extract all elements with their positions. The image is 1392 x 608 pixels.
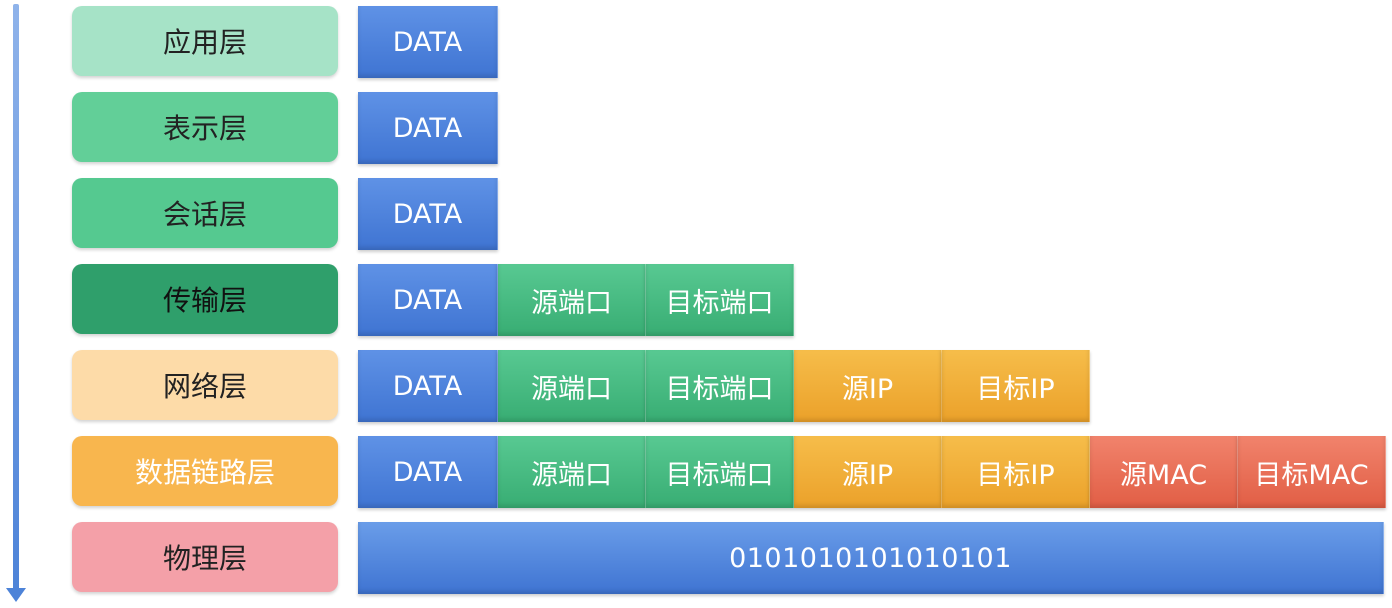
source-port-field: 源端口	[498, 436, 646, 508]
packet-row-network: DATA 源端口 目标端口 源IP 目标IP	[358, 350, 1090, 422]
layer-physical: 物理层	[72, 522, 338, 592]
packet-row-session: DATA	[358, 178, 498, 250]
layer-label: 传输层	[162, 284, 247, 317]
layer-transport: 传输层	[72, 264, 338, 334]
packet-row-presentation: DATA	[358, 92, 498, 164]
layer-application: 应用层	[72, 6, 338, 76]
data-field: DATA	[358, 436, 498, 508]
destination-port-field: 目标端口	[646, 436, 794, 508]
bitstream-field: 0101010101010101	[358, 522, 1384, 594]
downward-arrow-line	[13, 4, 19, 592]
layer-presentation: 表示层	[72, 92, 338, 162]
layer-network: 网络层	[72, 350, 338, 420]
layer-session: 会话层	[72, 178, 338, 248]
source-ip-field: 源IP	[794, 350, 942, 422]
packet-row-transport: DATA 源端口 目标端口	[358, 264, 794, 336]
layer-label: 会话层	[162, 198, 247, 231]
destination-port-field: 目标端口	[646, 264, 794, 336]
data-field: DATA	[358, 92, 498, 164]
layer-data-link: 数据链路层	[72, 436, 338, 506]
packet-row-application: DATA	[358, 6, 498, 78]
arrow-down-icon	[6, 588, 26, 602]
packet-row-data-link: DATA 源端口 目标端口 源IP 目标IP 源MAC 目标MAC	[358, 436, 1386, 508]
data-field: DATA	[358, 264, 498, 336]
layer-label: 物理层	[162, 542, 247, 575]
source-ip-field: 源IP	[794, 436, 942, 508]
layer-label: 应用层	[162, 26, 247, 59]
destination-port-field: 目标端口	[646, 350, 794, 422]
source-mac-field: 源MAC	[1090, 436, 1238, 508]
source-port-field: 源端口	[498, 264, 646, 336]
layer-label: 数据链路层	[134, 456, 275, 489]
packet-row-physical: 0101010101010101	[358, 522, 1384, 594]
layer-label: 表示层	[162, 112, 247, 145]
data-field: DATA	[358, 178, 498, 250]
destination-mac-field: 目标MAC	[1238, 436, 1386, 508]
layer-label: 网络层	[162, 370, 247, 403]
destination-ip-field: 目标IP	[942, 436, 1090, 508]
destination-ip-field: 目标IP	[942, 350, 1090, 422]
data-field: DATA	[358, 6, 498, 78]
source-port-field: 源端口	[498, 350, 646, 422]
data-field: DATA	[358, 350, 498, 422]
